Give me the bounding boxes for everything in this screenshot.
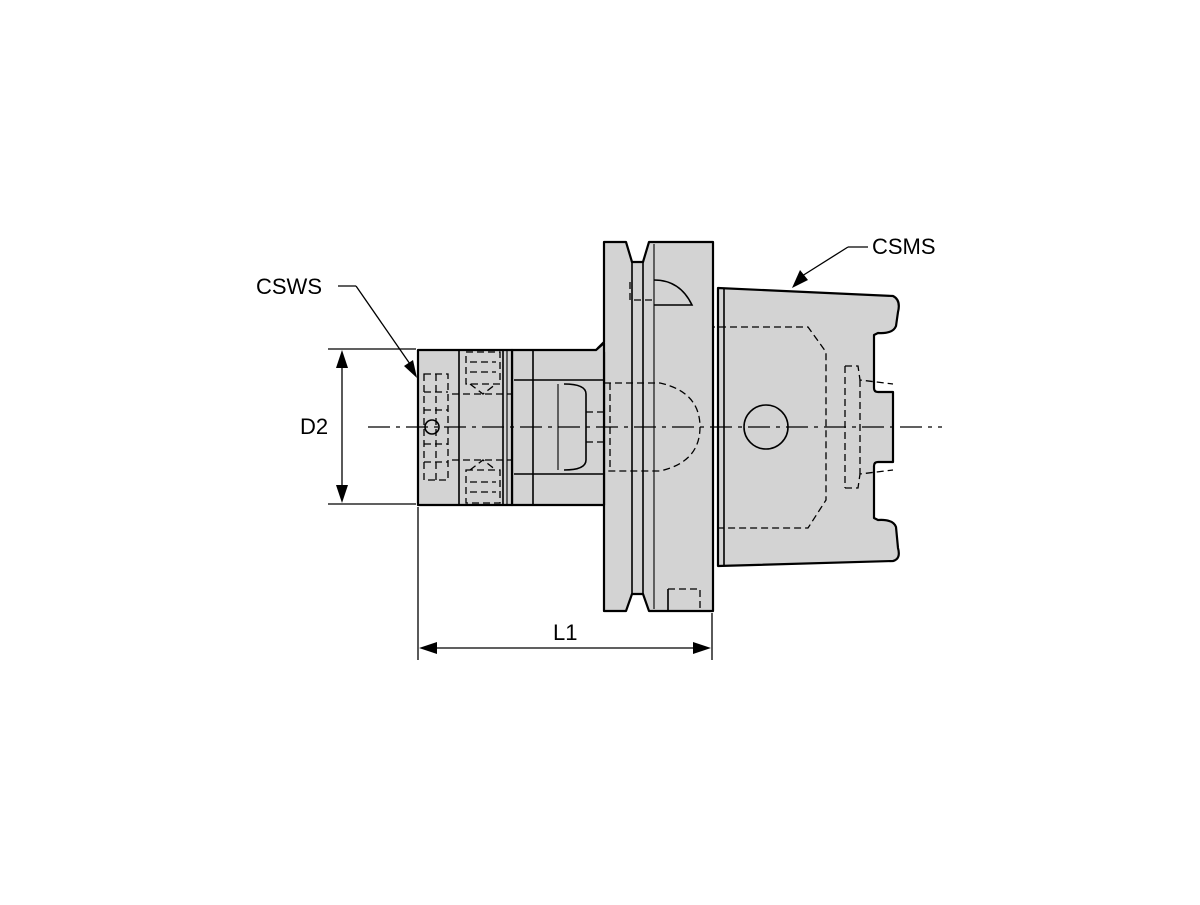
csms-label: CSMS bbox=[872, 234, 936, 259]
l1-label: L1 bbox=[553, 620, 577, 645]
csws-callout: CSWS bbox=[256, 274, 417, 378]
csws-label: CSWS bbox=[256, 274, 322, 299]
d2-label: D2 bbox=[300, 414, 328, 439]
csms-callout: CSMS bbox=[792, 234, 936, 288]
d2-dimension: D2 bbox=[300, 348, 416, 505]
l1-dimension: L1 bbox=[417, 507, 713, 660]
